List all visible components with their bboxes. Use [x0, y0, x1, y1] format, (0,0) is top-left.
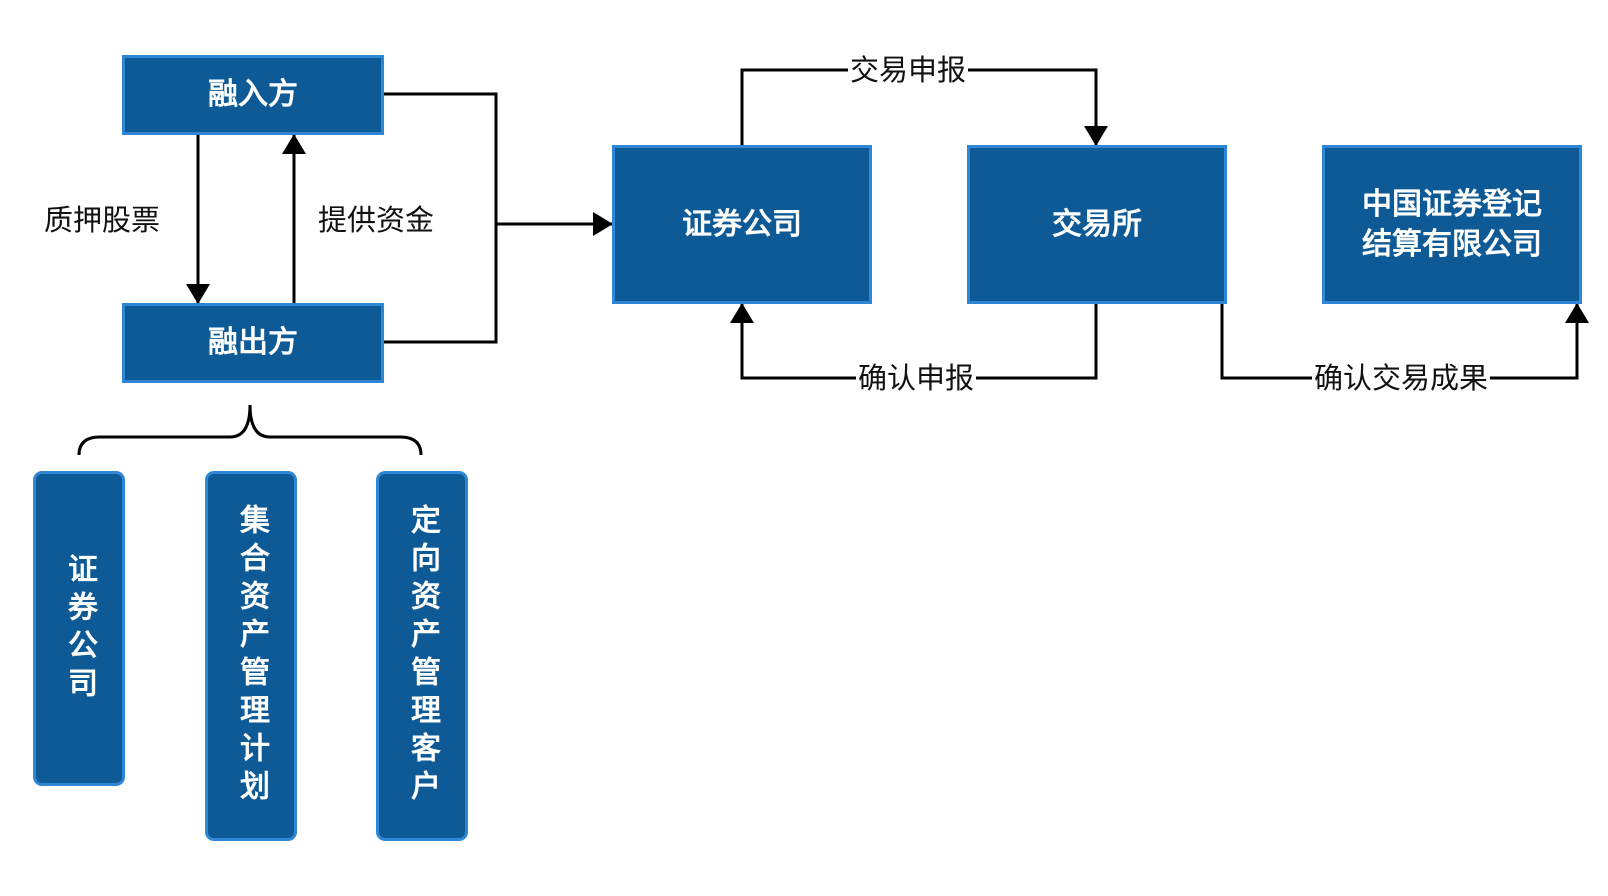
- securities-company-label: 证券公司: [682, 206, 802, 242]
- lender-type-3-label: 定向资产管理客户: [405, 504, 440, 808]
- lender-type-2-label: 集合资产管理计划: [234, 504, 269, 808]
- provide-funds-label: 提供资金: [318, 203, 435, 237]
- lender-type-directional-client: 定向资产管理客户: [376, 471, 468, 841]
- trade-declare-label: 交易申报: [848, 52, 969, 88]
- securities-company-box: 证券公司: [612, 145, 872, 304]
- lender-to-broker-line: [384, 222, 498, 344]
- borrower-to-broker-line: [384, 92, 498, 222]
- lender-label: 融出方: [208, 325, 298, 360]
- csdc-box: 中国证券登记结算有限公司: [1322, 145, 1582, 304]
- lender-type-collective-plan: 集合资产管理计划: [205, 471, 297, 841]
- lender-types-brace: [77, 404, 423, 456]
- borrower-label: 融入方: [208, 77, 298, 112]
- confirm-result-label: 确认交易成果: [1312, 360, 1491, 396]
- borrower-box: 融入方: [122, 55, 384, 135]
- confirm-declare-label: 确认申报: [856, 360, 977, 396]
- csdc-label: 中国证券登记结算有限公司: [1362, 186, 1542, 262]
- exchange-box: 交易所: [967, 145, 1227, 304]
- exchange-label: 交易所: [1052, 206, 1142, 242]
- lender-type-1-label: 证券公司: [62, 552, 97, 705]
- lender-type-securities-company: 证券公司: [33, 471, 125, 786]
- lender-box: 融出方: [122, 303, 384, 383]
- pledge-stock-label: 质押股票: [44, 203, 161, 237]
